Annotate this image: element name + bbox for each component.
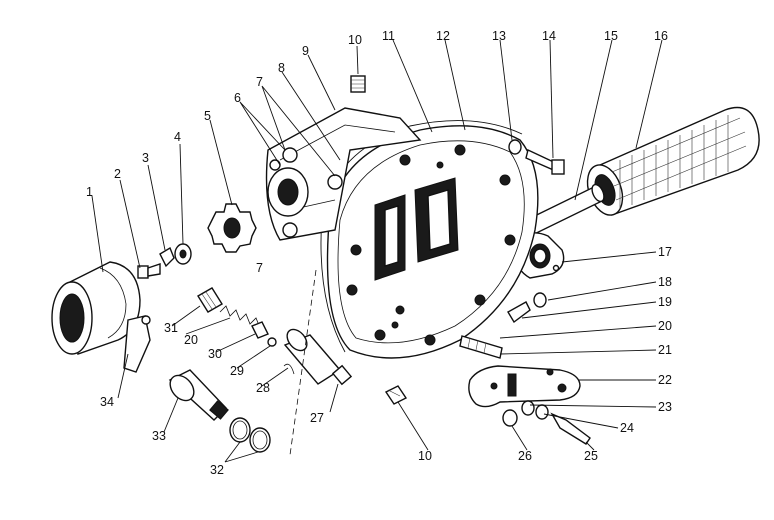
label-12: 12: [436, 29, 450, 43]
label-10-bottom: 10: [418, 449, 432, 463]
part-33-shaft: [168, 369, 229, 421]
part-23-washer: [521, 400, 535, 416]
leader-lines: [91, 39, 663, 463]
label-1: 1: [86, 185, 93, 199]
part-14-bolt: [525, 149, 565, 175]
part-20-spring: [219, 305, 261, 329]
center-axis: [289, 269, 317, 456]
label-23: 23: [658, 400, 672, 414]
part-22-bracket: [468, 365, 581, 408]
label-26: 26: [518, 449, 532, 463]
label-5: 5: [204, 109, 211, 123]
callout-labels: 1 2 3 4 5 6 7 7 8 9 10 11 12 13 14 15 16…: [86, 29, 672, 477]
part-7-bolts: [269, 147, 343, 238]
part-13-washer: [508, 139, 522, 155]
label-22: 22: [658, 373, 672, 387]
part-25-bolt: [550, 412, 591, 445]
label-13: 13: [492, 29, 506, 43]
label-33: 33: [152, 429, 166, 443]
part-18-washer: [533, 292, 547, 308]
part-24-washer: [535, 404, 549, 420]
label-14: 14: [542, 29, 556, 43]
label-16: 16: [654, 29, 668, 43]
label-31: 31: [164, 321, 178, 335]
label-7-top: 7: [256, 75, 263, 89]
label-7-bottom: 7: [256, 261, 263, 275]
part-27-valve: [283, 328, 353, 386]
part-31-plug: [197, 287, 223, 313]
part-10-plug-bottom: [384, 385, 408, 405]
part-3-lock-washer: [159, 246, 175, 268]
label-34: 34: [100, 395, 114, 409]
part-19-bolt: [507, 301, 531, 324]
label-17: 17: [658, 245, 672, 259]
part-29-ball: [267, 337, 277, 347]
label-27: 27: [310, 411, 324, 425]
label-10-top: 10: [348, 33, 362, 47]
label-2: 2: [114, 167, 121, 181]
label-21: 21: [658, 343, 672, 357]
label-9: 9: [302, 44, 309, 58]
label-3: 3: [142, 151, 149, 165]
label-25: 25: [584, 449, 598, 463]
part-5-gear: [207, 203, 257, 253]
label-24: 24: [620, 421, 634, 435]
part-21-stud: [459, 335, 503, 359]
part-32-o-rings: [229, 417, 271, 453]
part-4-washer: [174, 243, 192, 265]
part-1-coupling: [51, 261, 141, 355]
part-16-filter: [586, 106, 760, 216]
label-28: 28: [256, 381, 270, 395]
label-29: 29: [230, 364, 244, 378]
part-34-lever: [123, 315, 151, 373]
label-30: 30: [208, 347, 222, 361]
label-20-right: 20: [658, 319, 672, 333]
part-8-9-housing: [265, 107, 422, 241]
label-19: 19: [658, 295, 672, 309]
label-8: 8: [278, 61, 285, 75]
label-6: 6: [234, 91, 241, 105]
label-4: 4: [174, 130, 181, 144]
label-18: 18: [658, 275, 672, 289]
label-11: 11: [382, 29, 395, 43]
part-26-washer: [502, 409, 518, 427]
label-15: 15: [604, 29, 618, 43]
part-2-bolt: [137, 263, 161, 279]
part-28-pin: [283, 363, 295, 375]
part-10-plug-top: [350, 75, 366, 93]
part-12-plate: [326, 125, 539, 359]
label-32: 32: [210, 463, 224, 477]
part-30-pin: [251, 321, 269, 339]
label-20-left: 20: [184, 333, 198, 347]
